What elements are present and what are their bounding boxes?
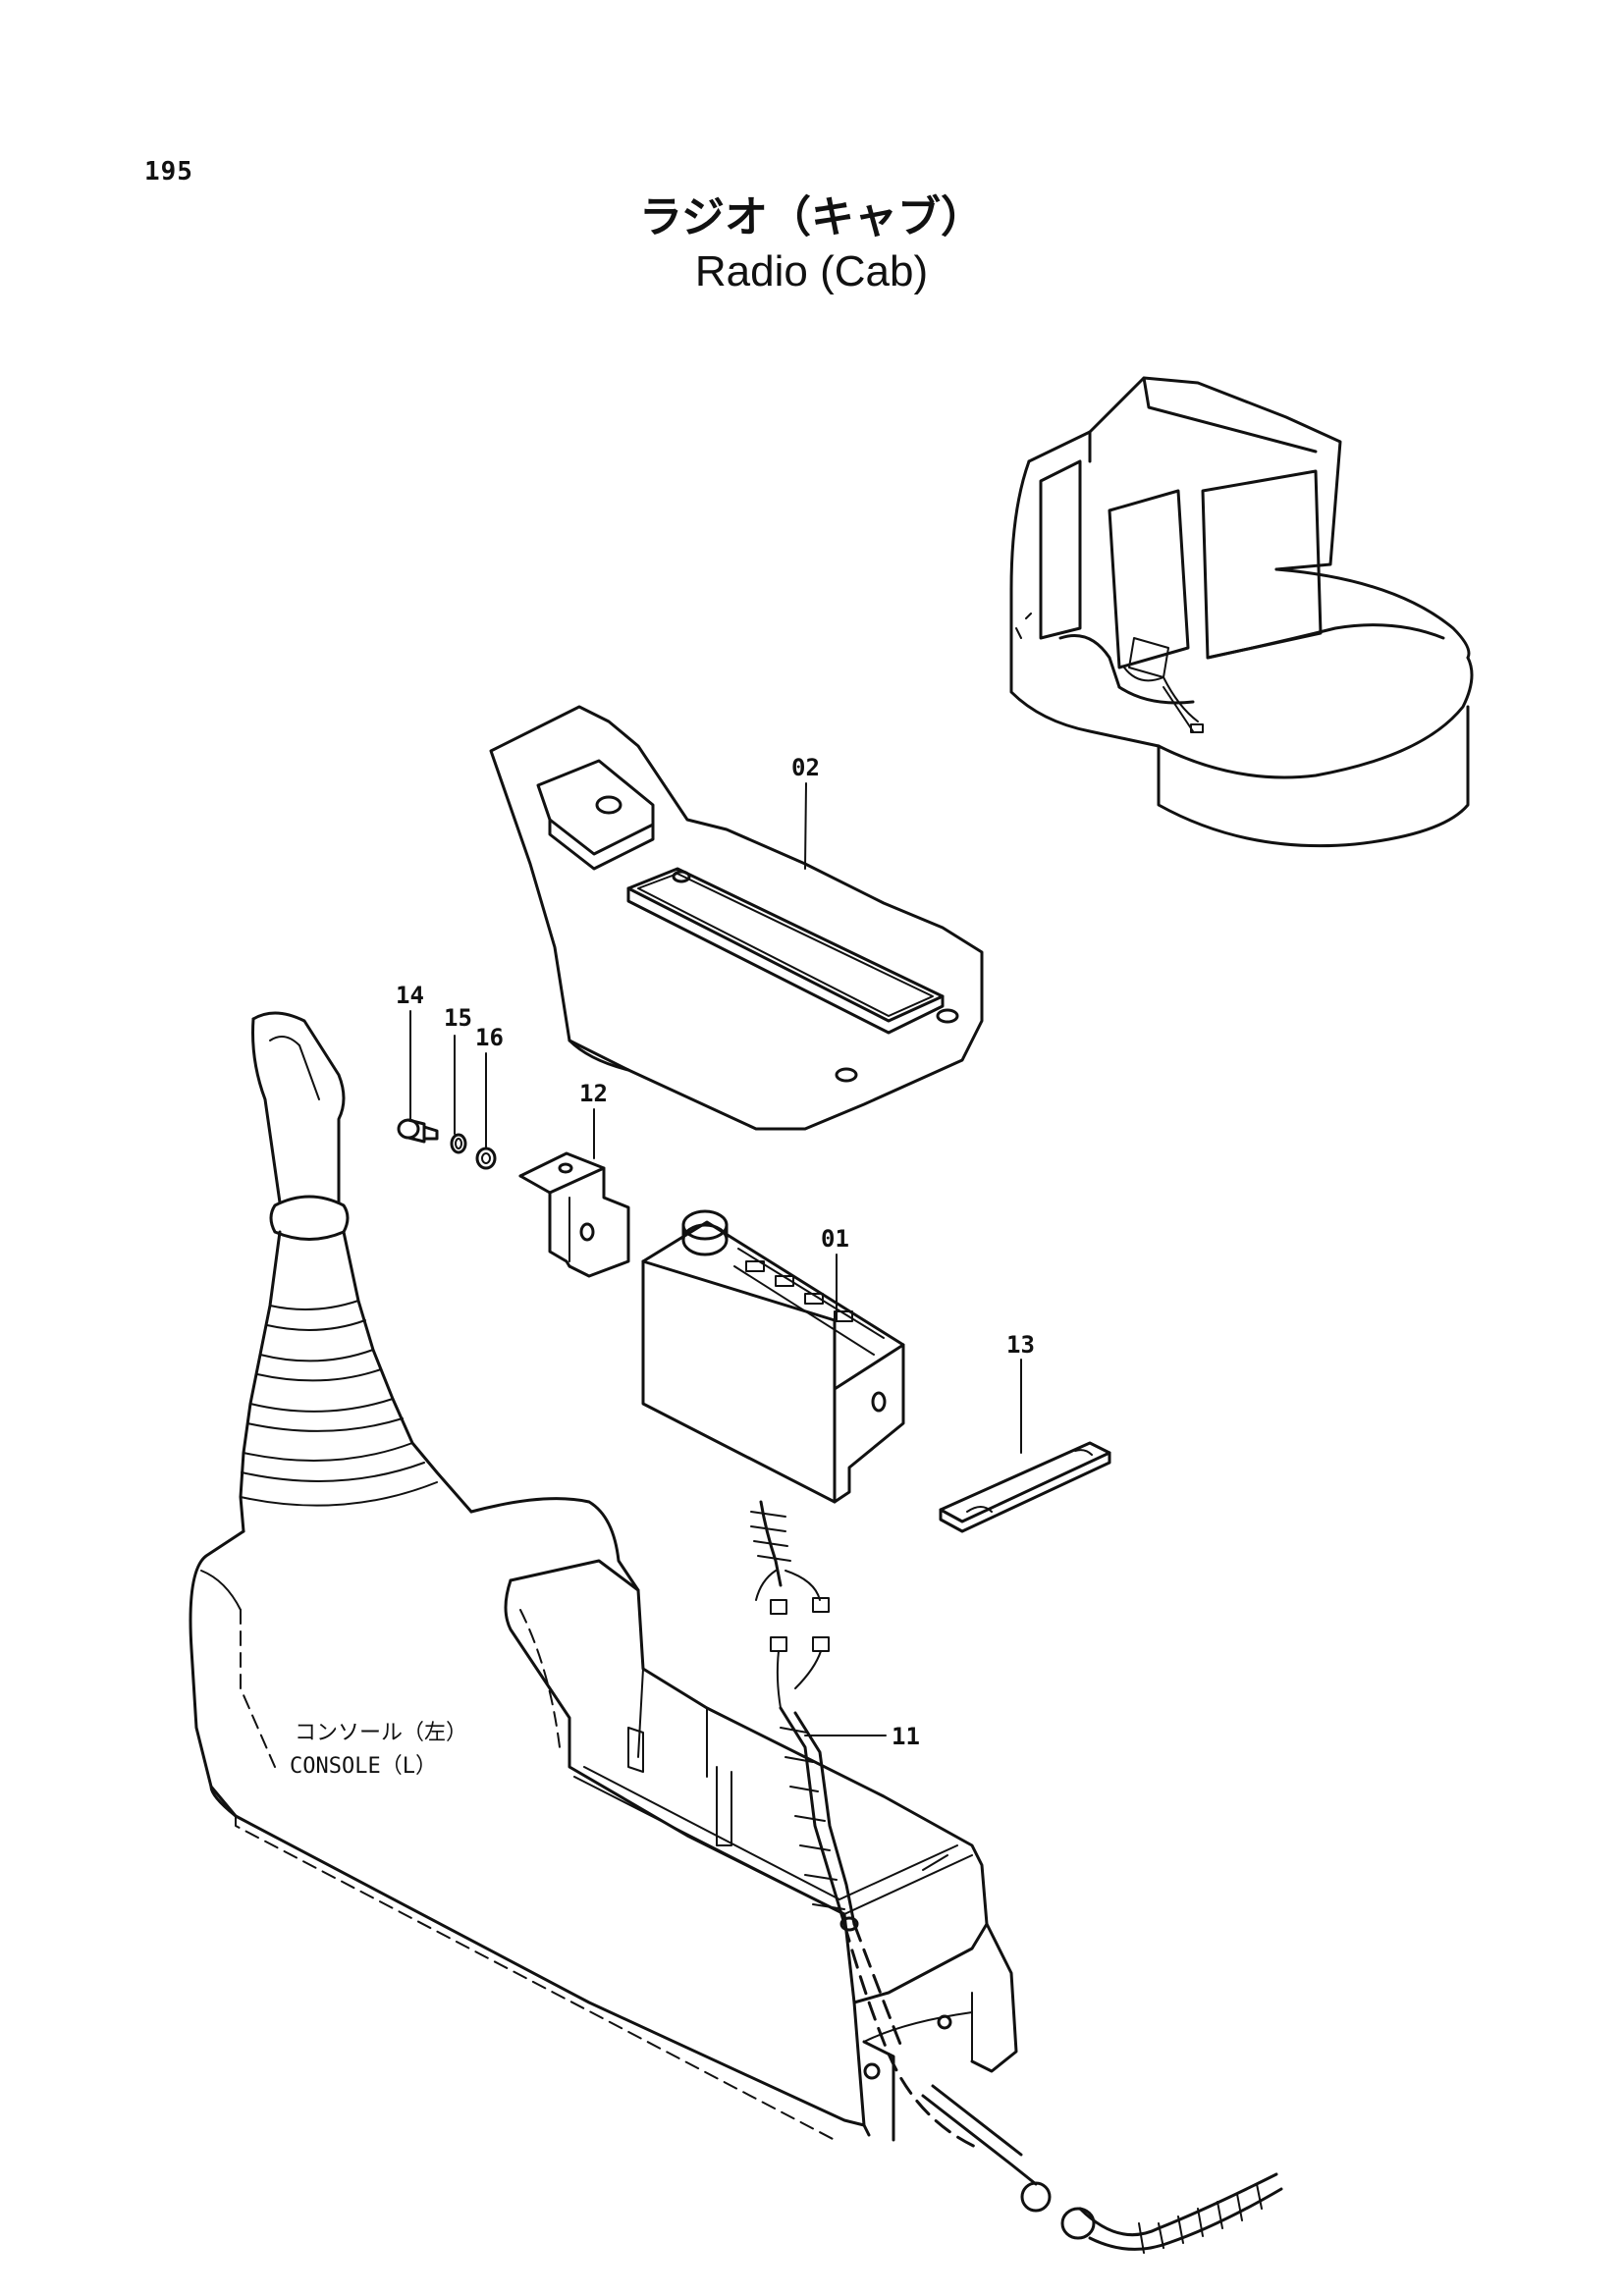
bracket-illustration — [518, 1151, 630, 1278]
console-cover-illustration — [489, 705, 984, 1131]
callout-01: 01 — [821, 1225, 849, 1253]
page-title-en: Radio (Cab) — [694, 247, 929, 295]
leader-lines — [409, 782, 1022, 1736]
page-title-jp: ラジオ（キャブ） — [638, 192, 985, 242]
page-number: 195 — [144, 157, 193, 187]
callout-11: 11 — [892, 1723, 920, 1750]
console-label-en: CONSOLE（L） — [290, 1754, 437, 1779]
callout-13: 13 — [1006, 1331, 1035, 1359]
excavator-cab-illustration — [1009, 376, 1474, 848]
plate-illustration — [939, 1441, 1111, 1533]
callout-02: 02 — [791, 754, 820, 781]
callout-12: 12 — [579, 1080, 608, 1107]
console-label-jp: コンソール（左） — [295, 1721, 467, 1745]
left-console-illustration — [189, 1011, 1283, 2254]
callout-14: 14 — [396, 982, 424, 1009]
lock-washer-illustration — [450, 1133, 467, 1154]
wire-harness-illustration — [750, 1500, 984, 2152]
bolt-illustration — [397, 1118, 439, 1144]
callout-15: 15 — [444, 1004, 472, 1032]
callout-16: 16 — [475, 1024, 504, 1051]
flat-washer-illustration — [475, 1147, 497, 1170]
radio-illustration — [641, 1209, 905, 1504]
